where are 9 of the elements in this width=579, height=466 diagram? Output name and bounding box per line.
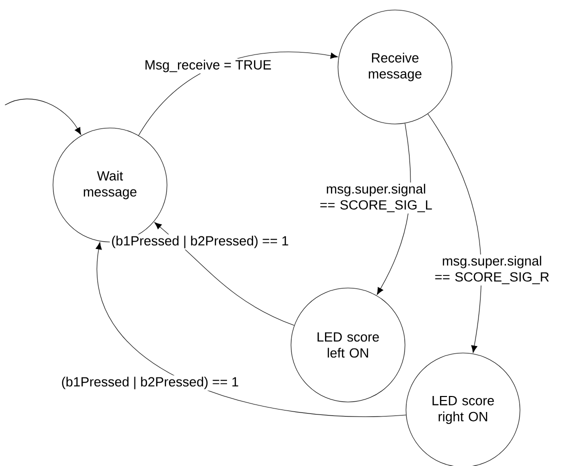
edge-label: msg.super.signal == SCORE_SIG_R [424, 254, 560, 286]
edge-label: (b1Pressed | b2Pressed) == 1 [110, 234, 290, 250]
transition-arrow [154, 222, 294, 326]
transition-arrow [428, 114, 482, 353]
edge-label: (b1Pressed | b2Pressed) == 1 [60, 375, 240, 391]
transition-arrow [4, 98, 82, 135]
transition-arrow [96, 242, 406, 417]
edge-label: msg.super.signal == SCORE_SIG_L [308, 182, 444, 214]
edge-label: Msg_receive = TRUE [143, 58, 273, 74]
